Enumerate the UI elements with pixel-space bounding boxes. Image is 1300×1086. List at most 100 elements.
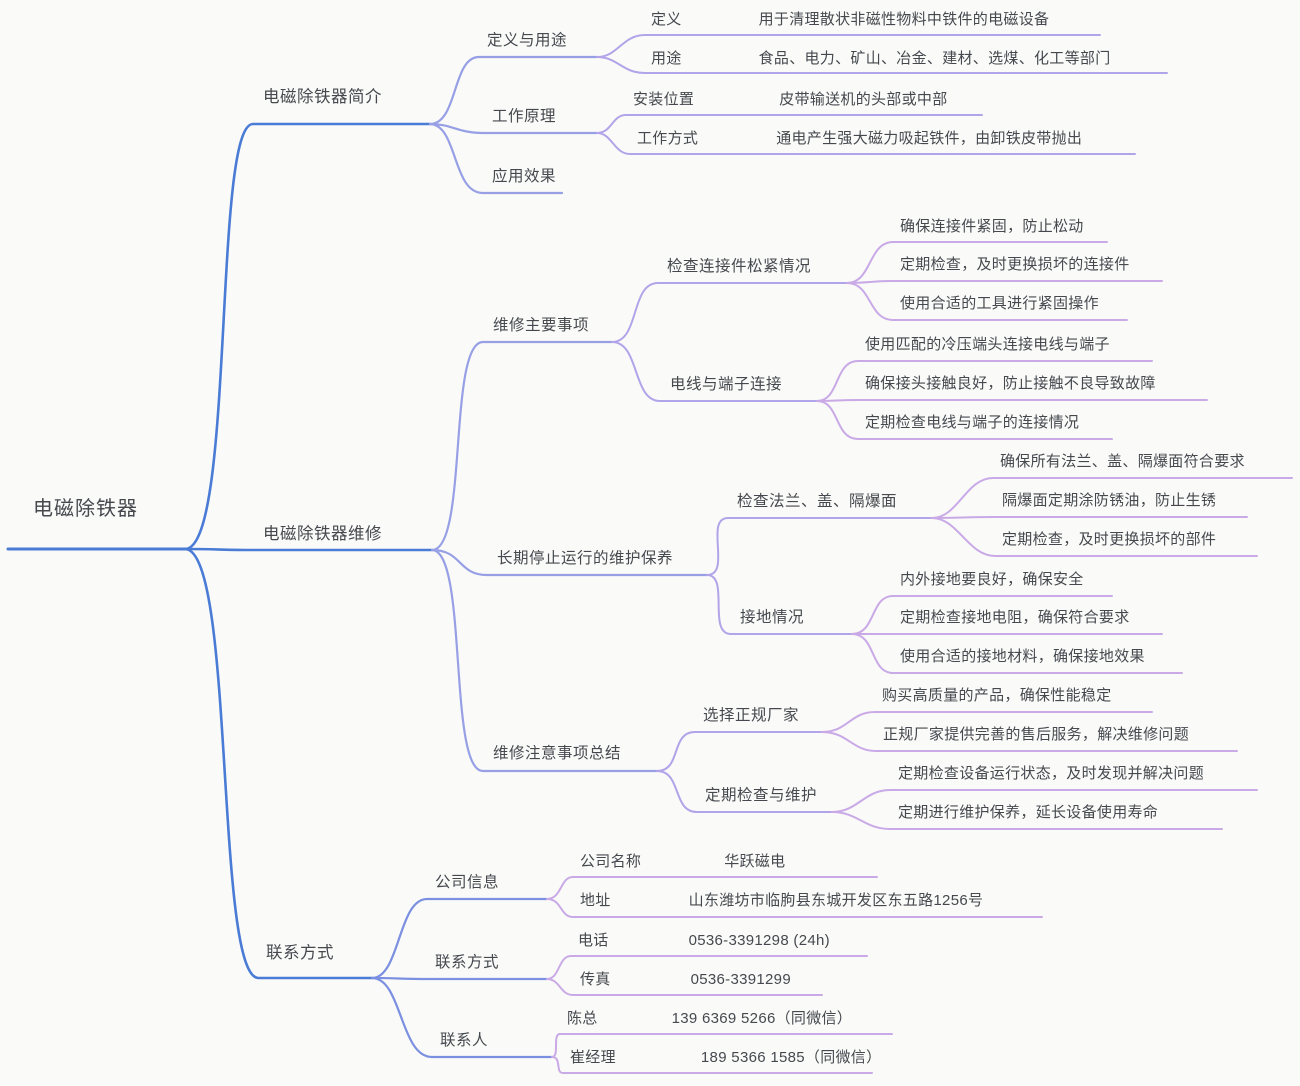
leaf-grounding-2[interactable]: 定期检查接地电阻，确保符合要求 <box>900 609 1130 626</box>
field-label: 传真 <box>580 971 611 988</box>
edge-leaf-connectors-2 <box>846 280 1163 284</box>
field-value: 139 6369 5266（同微信） <box>671 1010 853 1027</box>
leaf-wire-3[interactable]: 定期检查电线与端子的连接情况 <box>865 414 1080 431</box>
edge-leaf-connectors-3 <box>846 282 1128 321</box>
edge-contact-persons <box>370 976 554 1059</box>
leaf-connectors-2[interactable]: 定期检查，及时更换损坏的连接件 <box>900 256 1130 273</box>
leaf-wire-2[interactable]: 确保接头接触良好，防止接触不良导致故障 <box>865 375 1156 392</box>
edge-leaf-flange-1 <box>931 477 1293 519</box>
branch-intro[interactable]: 电磁除铁器简介 <box>263 88 382 106</box>
branch-contact[interactable]: 联系方式 <box>266 944 334 962</box>
edge-leaf-grounding-1 <box>851 595 1113 635</box>
field-label: 工作方式 <box>637 130 699 147</box>
edge-leaf-grounding-3 <box>851 633 1183 674</box>
field-label: 安装位置 <box>633 91 695 108</box>
field-label: 电话 <box>578 932 609 949</box>
edge-row-cui <box>551 1056 873 1074</box>
node-grounding[interactable]: 接地情况 <box>740 609 805 626</box>
node-periodic-check[interactable]: 定期检查与维护 <box>705 787 818 804</box>
edge-row-company-name <box>546 876 878 900</box>
edge-leaf-flange-3 <box>931 517 1258 557</box>
field-value: 皮带输送机的头部或中部 <box>779 91 948 108</box>
edge-definition-purpose <box>428 55 599 126</box>
field-label: 地址 <box>580 892 611 909</box>
leaf-periodic-2[interactable]: 定期进行维护保养，延长设备使用寿命 <box>898 804 1159 821</box>
leaf-connectors-1[interactable]: 确保连接件紧固，防止松动 <box>900 218 1084 235</box>
root-node[interactable]: 电磁除铁器 <box>33 498 138 520</box>
node-contact-methods[interactable]: 联系方式 <box>435 954 500 971</box>
edge-leaf-wire-3 <box>816 400 1113 440</box>
field-label: 崔经理 <box>570 1049 616 1066</box>
row-company-name[interactable]: 公司名称 华跃磁电 <box>580 853 785 872</box>
row-working-mode[interactable]: 工作方式 通电产生强大磁力吸起铁件，由卸铁皮带抛出 <box>637 130 1082 149</box>
row-address[interactable]: 地址 山东潍坊市临朐县东城开发区东五路1256号 <box>580 892 983 911</box>
edge-periodic-check <box>656 770 833 813</box>
edge-main-maintenance <box>430 340 614 552</box>
edge-leaf-manufacturer-2 <box>821 731 1238 752</box>
node-main-maintenance[interactable]: 维修主要事项 <box>493 317 590 334</box>
edge-contact-methods <box>370 976 549 981</box>
leaf-grounding-1[interactable]: 内外接地要良好，确保安全 <box>900 571 1084 588</box>
node-company-info[interactable]: 公司信息 <box>435 874 500 891</box>
edge-leaf-connectors-1 <box>846 241 1108 284</box>
field-label: 定义 <box>651 11 682 28</box>
node-check-connectors[interactable]: 检查连接件松紧情况 <box>667 258 812 275</box>
row-chen[interactable]: 陈总 139 6369 5266（同微信） <box>567 1010 852 1029</box>
field-value: 通电产生强大磁力吸起铁件，由卸铁皮带抛出 <box>776 130 1083 147</box>
edge-application-effect <box>428 122 564 195</box>
node-application-effect[interactable]: 应用效果 <box>492 168 557 185</box>
leaf-grounding-3[interactable]: 使用合适的接地材料，确保接地效果 <box>900 648 1145 665</box>
leaf-flange-1[interactable]: 确保所有法兰、盖、隔爆面符合要求 <box>1000 453 1245 470</box>
node-choose-manufacturer[interactable]: 选择正规厂家 <box>703 707 800 724</box>
node-wire-terminal[interactable]: 电线与端子连接 <box>670 376 783 393</box>
leaf-manufacturer-1[interactable]: 购买高质量的产品，确保性能稳定 <box>882 687 1112 704</box>
row-phone[interactable]: 电话 0536-3391298 (24h) <box>578 932 830 951</box>
edge-check-flange <box>706 517 933 576</box>
leaf-wire-1[interactable]: 使用匹配的冷压端头连接电线与端子 <box>865 336 1110 353</box>
edge-leaf-wire-2 <box>816 399 1208 402</box>
row-fax[interactable]: 传真 0536-3391299 <box>580 971 791 990</box>
node-long-stop-maintenance[interactable]: 长期停止运行的维护保养 <box>497 550 674 567</box>
edge-row-phone <box>546 955 868 980</box>
field-value: 用于清理散状非磁性物料中铁件的电磁设备 <box>758 11 1050 28</box>
edge-branch-intro <box>183 122 432 551</box>
edge-check-connectors <box>611 282 848 343</box>
edge-leaf-periodic-1 <box>831 789 1258 813</box>
node-definition-purpose[interactable]: 定义与用途 <box>487 32 568 49</box>
leaf-connectors-3[interactable]: 使用合适的工具进行紧固操作 <box>900 295 1099 312</box>
edge-repair-summary <box>430 548 659 773</box>
field-label: 陈总 <box>567 1010 598 1027</box>
edge-row-working-mode <box>596 132 1136 155</box>
edge-row-fax <box>546 978 823 996</box>
field-value: 189 5366 1585（同微信） <box>700 1049 882 1066</box>
leaf-manufacturer-2[interactable]: 正规厂家提供完善的售后服务，解决维修问题 <box>883 726 1190 743</box>
node-working-principle[interactable]: 工作原理 <box>492 108 557 125</box>
row-cui[interactable]: 崔经理 189 5366 1585（同微信） <box>570 1049 881 1068</box>
row-purpose[interactable]: 用途 食品、电力、矿山、冶金、建材、选煤、化工等部门 <box>651 50 1111 69</box>
edge-grounding <box>706 574 853 635</box>
node-check-flange[interactable]: 检查法兰、盖、隔爆面 <box>737 493 898 510</box>
node-contact-persons[interactable]: 联系人 <box>440 1032 489 1049</box>
field-value: 食品、电力、矿山、冶金、建材、选煤、化工等部门 <box>758 50 1111 67</box>
leaf-flange-2[interactable]: 隔爆面定期涂防锈油，防止生锈 <box>1002 492 1217 509</box>
node-repair-summary[interactable]: 维修注意事项总结 <box>493 745 622 762</box>
edge-branch-repair <box>183 547 434 552</box>
row-install-position[interactable]: 安装位置 皮带输送机的头部或中部 <box>633 91 948 110</box>
branch-repair[interactable]: 电磁除铁器维修 <box>263 525 382 543</box>
edge-leaf-manufacturer-1 <box>821 711 1153 733</box>
edge-long-stop-maintenance <box>430 548 709 577</box>
row-definition[interactable]: 定义 用于清理散状非磁性物料中铁件的电磁设备 <box>651 11 1049 30</box>
edge-leaf-periodic-2 <box>831 811 1223 830</box>
leaf-flange-3[interactable]: 定期检查，及时更换损坏的部件 <box>1002 531 1217 548</box>
edge-row-address <box>546 898 1043 918</box>
edge-working-principle <box>428 122 599 135</box>
field-value: 华跃磁电 <box>724 853 786 870</box>
field-value: 0536-3391298 (24h) <box>688 932 830 949</box>
edge-row-definition <box>596 34 1101 58</box>
edge-row-chen <box>551 1033 893 1058</box>
field-value: 山东潍坊市临朐县东城开发区东五路1256号 <box>688 892 984 909</box>
edge-row-install-position <box>596 114 983 134</box>
leaf-periodic-1[interactable]: 定期检查设备运行状态，及时发现并解决问题 <box>898 765 1205 782</box>
